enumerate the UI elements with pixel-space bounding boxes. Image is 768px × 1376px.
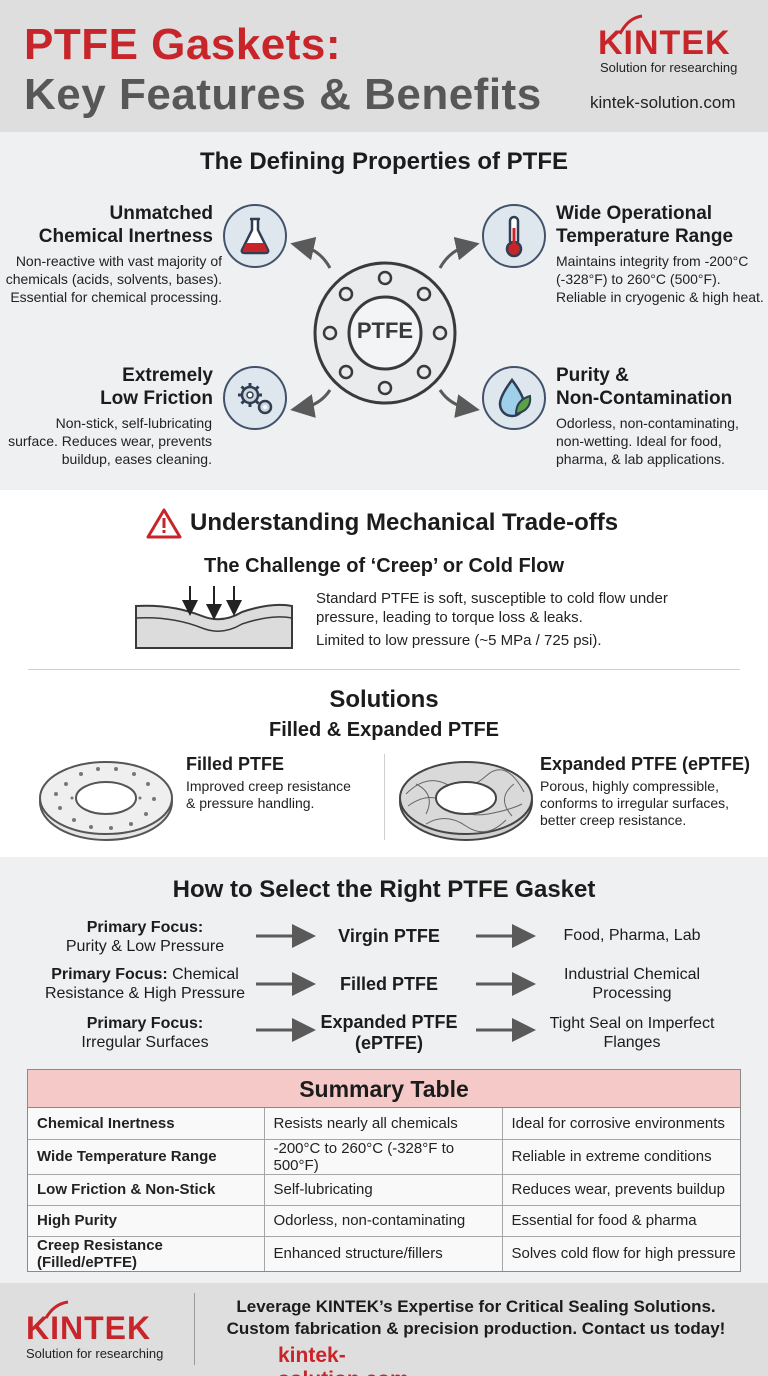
selection-title: How to Select the Right PTFE Gasket [172,876,596,903]
brand-tagline: Solution for researching [600,60,738,75]
ptfe-gasket-diagram [313,261,457,405]
website-link[interactable]: kintek-solution.com [590,93,736,112]
warning-icon [146,508,182,539]
footer-divider [194,1293,195,1365]
droplet-leaf-icon [482,366,546,430]
solutions-subtitle: Filled & Expanded PTFE [268,719,500,741]
purity-desc: Odorless, non-contaminating, non-wetting… [556,415,739,467]
low-friction-title: Extremely Low Friction [100,365,213,409]
footer-tagline: Solution for researching [26,1346,164,1361]
header-banner [0,0,768,132]
chemical-inertness-title: Unmatched Chemical Inertness [38,203,213,247]
thermometer-icon [482,204,546,268]
temperature-range-desc: Maintains integrity from -200°C (-328°F)… [556,253,764,305]
selection-application-1: Food, Pharma, Lab [563,927,701,944]
ptfe-center-label: PTFE [356,318,414,343]
selection-application-3: Tight Seal on Imperfect Flanges [549,1015,715,1051]
footer-logo-swoosh-icon [44,1300,69,1319]
page-title-line1: PTFE Gaskets: [24,20,342,69]
section-divider [28,669,740,670]
gears-icon [223,366,287,430]
creep-description: Standard PTFE is soft, susceptible to co… [316,590,668,626]
selection-arrows [256,924,536,1042]
solutions-divider [384,754,385,840]
creep-subtitle: The Challenge of ‘Creep’ or Cold Flow [203,555,565,577]
table-row: Wide Temperature Range-200°C to 260°C (-… [28,1138,740,1174]
summary-table-title: Summary Table [28,1070,740,1108]
selection-material-2: Filled PTFE [339,974,438,994]
logo-swoosh-icon [618,14,643,35]
temperature-range-title: Wide Operational Temperature Range [556,203,734,247]
cold-flow-diagram [135,586,293,649]
selection-material-3: Expanded PTFE (ePTFE) [320,1012,458,1053]
flask-icon [223,204,287,268]
footer-banner [0,1283,768,1376]
purity-title: Purity & Non-Contamination [556,365,733,409]
selection-application-2: Industrial Chemical Processing [563,966,701,1002]
table-row: Creep Resistance (Filled/ePTFE)Enhanced … [28,1235,740,1271]
low-friction-desc: Non-stick, self-lubricating surface. Red… [8,415,212,467]
filled-ptfe-desc: Improved creep resistance & pressure han… [186,778,351,811]
selection-focus-2: Primary Focus: Chemical Resistance & Hig… [44,966,246,1002]
footer-website-link[interactable]: kintek-solution.com [278,1344,409,1376]
selection-focus-1: Primary Focus: Purity & Low Pressure [65,919,225,955]
page-title-line2: Key Features & Benefits [24,70,542,119]
footer-cta-line2: Custom fabrication & precision productio… [226,1319,726,1338]
footer-cta-line1: Leverage KINTEK’s Expertise for Critical… [236,1297,716,1316]
chemical-inertness-desc: Non-reactive with vast majority of chemi… [5,253,222,305]
selection-material-1: Virgin PTFE [338,926,440,946]
tradeoffs-title: Understanding Mechanical Trade-offs [190,509,619,536]
property-arrows [290,236,480,418]
eptfe-gasket-image [399,761,533,841]
solutions-title: Solutions [329,686,439,713]
filled-ptfe-title: Filled PTFE [186,754,285,774]
properties-title: The Defining Properties of PTFE [199,148,569,175]
eptfe-title: Expanded PTFE (ePTFE) [540,754,751,774]
pressure-limit-text: Limited to low pressure (~5 MPa / 725 ps… [316,632,602,649]
brand-logo: KINTEK [598,24,731,62]
selection-focus-3: Primary Focus: Irregular Surfaces [81,1015,209,1051]
eptfe-desc: Porous, highly compressible, conforms to… [540,778,730,828]
filled-ptfe-gasket-image [39,761,173,841]
